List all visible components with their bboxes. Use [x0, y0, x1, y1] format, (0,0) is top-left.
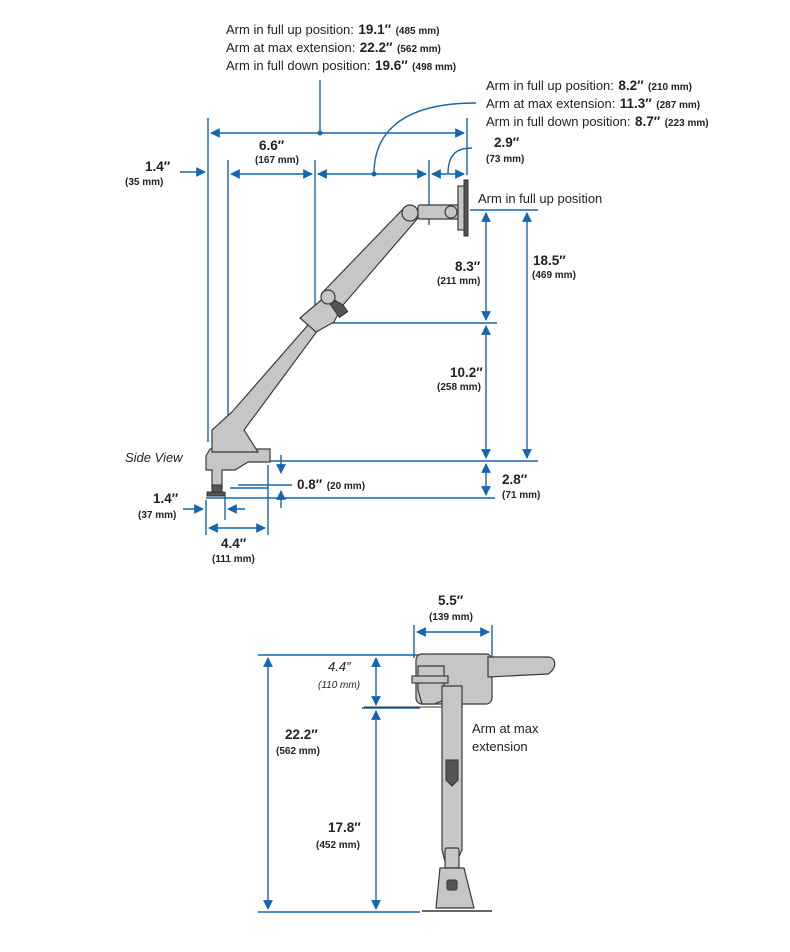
svg-text:(452 mm): (452 mm) [316, 840, 360, 851]
svg-text:(35 mm): (35 mm) [125, 177, 163, 188]
max-extension-label-line1: Arm at max [472, 721, 539, 736]
svg-text:(258 mm): (258 mm) [437, 382, 481, 393]
svg-text:(111 mm): (111 mm) [212, 554, 255, 565]
svg-text:Arm at max extension: 22.2″ (5: Arm at max extension: 22.2″ (562 mm) [226, 39, 441, 56]
right-callout: Arm in full up position: 8.2″ (210 mm) A… [371, 77, 709, 177]
svg-text:4.4″: 4.4″ [328, 659, 351, 674]
svg-text:18.5″: 18.5″ [533, 253, 566, 268]
svg-text:Arm in full up position: 8.2″: Arm in full up position: 8.2″ (210 mm) [486, 77, 692, 94]
svg-text:(139 mm): (139 mm) [429, 612, 473, 623]
svg-text:(562 mm): (562 mm) [276, 746, 320, 757]
svg-text:(73 mm): (73 mm) [486, 154, 524, 165]
max-extension-label-line2: extension [472, 739, 528, 754]
svg-text:(110 mm): (110 mm) [318, 680, 360, 691]
top-view-arm-drawing [364, 653, 556, 912]
top-view-labels: 5.5″ (139 mm) 4.4″ (110 mm) 22.2″ (562 m… [276, 593, 539, 851]
side-view-title: Side View [125, 450, 184, 465]
svg-text:0.8″ (20 mm): 0.8″ (20 mm) [297, 476, 365, 493]
svg-text:6.6″: 6.6″ [259, 138, 285, 153]
side-view-labels: Side View Arm in full up position 1.4″ (… [125, 135, 602, 565]
right-callout-leader [373, 102, 477, 175]
svg-text:22.2″: 22.2″ [285, 727, 318, 742]
svg-text:Arm in full down position: 8.7: Arm in full down position: 8.7″ (223 mm) [486, 113, 709, 130]
svg-text:1.4″: 1.4″ [153, 491, 179, 506]
svg-text:Arm in full up position: 19.1″: Arm in full up position: 19.1″ (485 mm) [226, 21, 439, 38]
svg-text:Arm at max extension: 11.3″ (2: Arm at max extension: 11.3″ (287 mm) [486, 95, 700, 112]
svg-text:(469 mm): (469 mm) [532, 270, 576, 281]
side-view-dimensions [180, 118, 538, 535]
svg-text:10.2″: 10.2″ [450, 365, 483, 380]
full-up-position-label: Arm in full up position [478, 191, 602, 206]
svg-text:(71 mm): (71 mm) [502, 490, 540, 501]
svg-text:2.9″: 2.9″ [494, 135, 520, 150]
top-view-dimensions [258, 625, 493, 913]
svg-text:17.8″: 17.8″ [328, 820, 361, 835]
svg-text:5.5″: 5.5″ [438, 593, 464, 608]
svg-text:Arm in full down position: 19.: Arm in full down position: 19.6″ (498 mm… [226, 57, 456, 74]
svg-text:(37 mm): (37 mm) [138, 510, 176, 521]
svg-text:(211 mm): (211 mm) [437, 276, 480, 287]
svg-text:2.8″: 2.8″ [502, 472, 528, 487]
svg-text:1.4″: 1.4″ [145, 159, 171, 174]
svg-text:4.4″: 4.4″ [221, 536, 247, 551]
side-view-arm-drawing [205, 179, 469, 497]
svg-text:(167 mm): (167 mm) [255, 155, 299, 166]
svg-text:8.3″: 8.3″ [455, 259, 481, 274]
top-callout: Arm in full up position: 19.1″ (485 mm) … [226, 21, 456, 136]
